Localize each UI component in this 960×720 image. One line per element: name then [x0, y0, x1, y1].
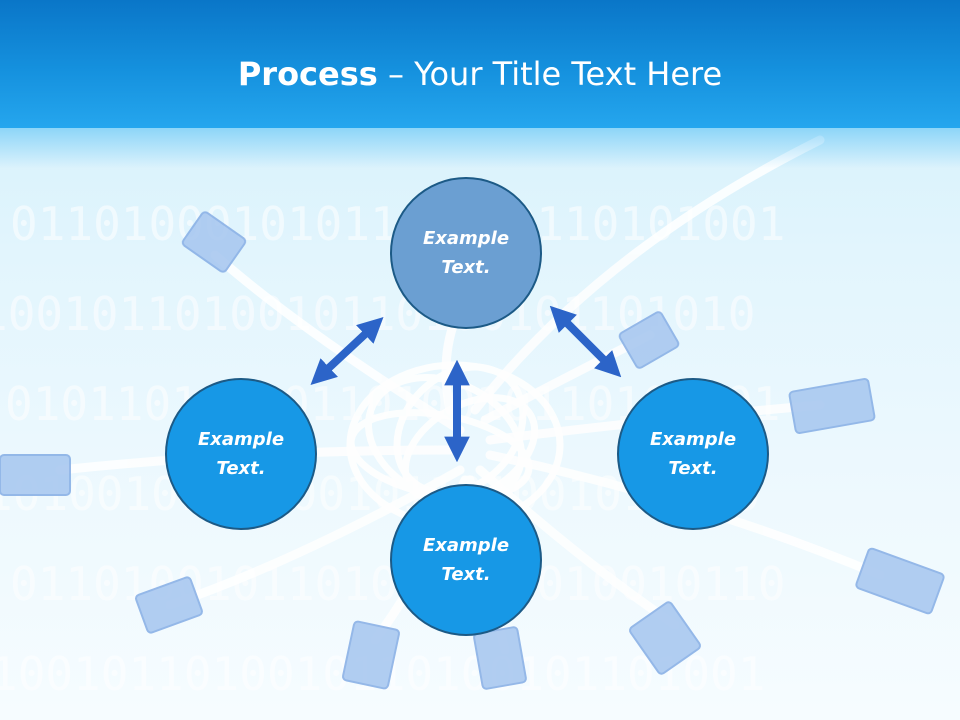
slide-title-rest: – Your Title Text Here	[377, 55, 723, 93]
node-top-line1: Example	[422, 228, 510, 249]
title-bar-fade	[0, 128, 960, 168]
slide-title-bold: Process	[237, 55, 378, 93]
node-right-line2: Text.	[668, 458, 718, 479]
node-right-line1: Example	[649, 429, 737, 450]
node-top-line2: Text.	[441, 257, 491, 278]
node-left-line2: Text.	[216, 458, 266, 479]
cable-plugs	[0, 211, 945, 690]
top-right-double-arrow	[549, 305, 622, 378]
node-left-line1: Example	[197, 429, 285, 450]
node-bottom-line1: Example	[422, 535, 510, 556]
slide-title: Process – Your Title Text Here	[0, 52, 960, 96]
node-bottom-line2: Text.	[441, 564, 491, 585]
left-top-double-arrow	[310, 317, 384, 385]
title-bar	[0, 0, 960, 128]
